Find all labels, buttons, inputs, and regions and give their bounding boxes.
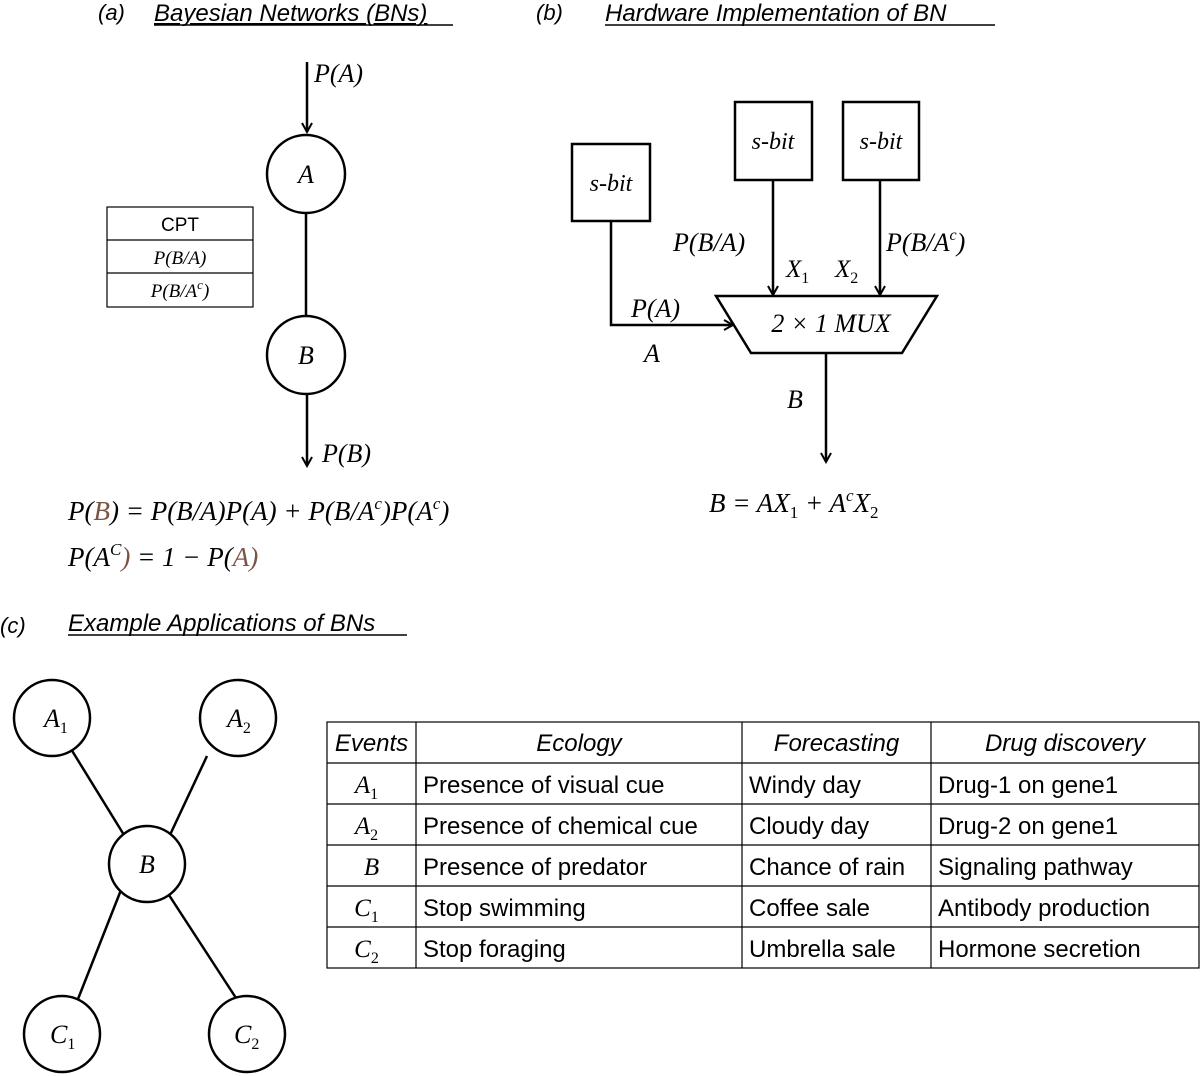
sbit-x2-box xyxy=(841,100,921,182)
panel-a: (a) Bayesian Networks (BNs) P(A) A B P(B… xyxy=(67,0,453,572)
drug-discovery-cell: Signaling pathway xyxy=(938,854,1133,881)
drug-discovery-cell: Drug-1 on gene1 xyxy=(938,772,1118,799)
cpt-table: CPT P(B/A) P(B/Ac) xyxy=(106,206,254,308)
event-cell: A1 xyxy=(353,772,378,803)
node-c1-label: C1 xyxy=(50,1020,75,1053)
forecasting-cell: Windy day xyxy=(749,772,861,799)
event-cell: A2 xyxy=(353,813,378,844)
label-p-b-given-ac: P(B/Ac) xyxy=(885,227,965,257)
sbit-x2-label: s-bit xyxy=(860,129,904,155)
ecology-cell: Stop swimming xyxy=(423,895,586,922)
node-c1 xyxy=(22,994,102,1074)
equation-p-b: P(B) = P(B/A)P(A) + P(B/Ac)P(Ac) xyxy=(67,494,449,526)
cpt-header: CPT xyxy=(161,215,199,236)
label-x2: X2 xyxy=(834,256,858,287)
event-cell: C1 xyxy=(354,895,379,926)
header-forecasting: Forecasting xyxy=(774,730,900,757)
panel-c: (c) Example Applications of BNs A1 A2 B … xyxy=(0,610,1200,1074)
node-a1-label: A1 xyxy=(42,704,68,737)
label-x1: X1 xyxy=(785,256,809,287)
ecology-cell: Presence of visual cue xyxy=(423,772,664,799)
node-a-label: A xyxy=(296,160,314,189)
label-p-a: P(A) xyxy=(630,294,680,323)
label-b: B xyxy=(787,385,803,414)
node-b-center-label: B xyxy=(139,850,155,879)
panel-c-heading: Example Applications of BNs xyxy=(68,610,375,637)
forecasting-cell: Cloudy day xyxy=(749,813,869,840)
node-a2 xyxy=(198,678,278,758)
input-probability: P(A) xyxy=(313,59,363,88)
cpt-row-1: P(B/A) xyxy=(153,248,207,269)
sbit-a-label: s-bit xyxy=(590,171,634,197)
node-b-center xyxy=(107,824,187,904)
edge-b-c1 xyxy=(76,889,123,1000)
ecology-cell: Presence of predator xyxy=(423,854,647,881)
node-c2-label: C2 xyxy=(234,1020,259,1053)
edge-a1-b xyxy=(69,748,126,836)
panel-a-heading: Bayesian Networks (BNs) xyxy=(154,0,427,27)
header-events: Events xyxy=(335,730,408,757)
drug-discovery-cell: Hormone secretion xyxy=(938,936,1141,963)
forecasting-cell: Chance of rain xyxy=(749,854,905,881)
cpt-row-2: P(B/Ac) xyxy=(150,277,210,302)
edge-a2-b xyxy=(167,755,209,838)
label-p-b-given-a: P(B/A) xyxy=(672,228,745,257)
equation-complement: P(AC) = 1 − P(A) xyxy=(67,540,258,572)
drug-discovery-cell: Drug-2 on gene1 xyxy=(938,813,1118,840)
output-probability: P(B) xyxy=(321,439,371,468)
event-cell: C2 xyxy=(354,936,379,967)
sbit-x1-box xyxy=(733,100,814,182)
node-a1 xyxy=(12,678,92,758)
node-b-label: B xyxy=(298,341,314,370)
panel-b: (b) Hardware Implementation of BN s-bit … xyxy=(536,0,995,522)
panel-b-heading: Hardware Implementation of BN xyxy=(605,0,947,27)
select-wire-a xyxy=(609,221,733,325)
panel-c-letter: (c) xyxy=(0,613,26,638)
sbit-a-box xyxy=(570,142,652,223)
mux-equation: B = AX1 + AcX2 xyxy=(709,486,879,522)
panel-b-letter: (b) xyxy=(536,0,563,25)
forecasting-cell: Coffee sale xyxy=(749,895,870,922)
forecasting-cell: Umbrella sale xyxy=(749,936,896,963)
event-cell: B xyxy=(364,854,379,881)
panel-a-letter: (a) xyxy=(98,0,125,25)
header-ecology: Ecology xyxy=(536,730,623,757)
label-a: A xyxy=(642,339,660,368)
header-drug-discovery: Drug discovery xyxy=(985,730,1147,757)
node-c2 xyxy=(207,994,287,1074)
mux-block xyxy=(713,294,940,355)
cpt-border xyxy=(106,206,254,308)
ecology-cell: Presence of chemical cue xyxy=(423,813,698,840)
edge-b-c2 xyxy=(165,891,238,999)
drug-discovery-cell: Antibody production xyxy=(938,895,1150,922)
applications-table: Events Ecology Forecasting Drug discoveryA1… xyxy=(326,721,1200,969)
mux-label: 2 × 1 MUX xyxy=(771,309,891,338)
sbit-x1-label: s-bit xyxy=(752,129,796,155)
node-a2-label: A2 xyxy=(225,704,251,737)
ecology-cell: Stop foraging xyxy=(423,936,566,963)
